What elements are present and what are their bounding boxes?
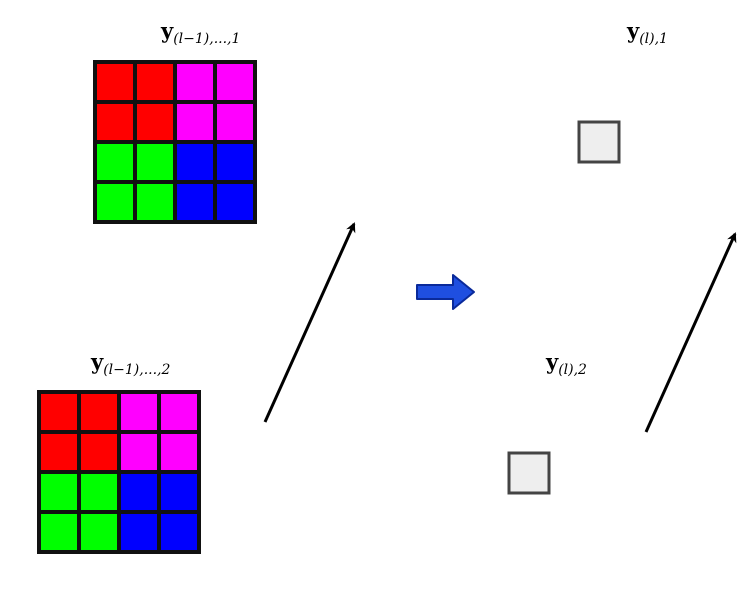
grid-cell <box>117 510 161 554</box>
grid-cell <box>157 470 201 514</box>
grid-cell <box>37 470 81 514</box>
label-top-left: y(l−1),...,1 <box>161 18 241 47</box>
grid-cell <box>117 470 161 514</box>
grid-cell <box>213 60 257 104</box>
grid-cell <box>157 430 201 474</box>
label-bottom-left: y(l−1),...,2 <box>91 349 171 378</box>
grid-cell <box>173 140 217 184</box>
label-top-right: y(l),1 <box>627 18 668 47</box>
diagonal-arrow-left <box>263 222 356 423</box>
grid-cell <box>133 180 177 224</box>
grid-cell <box>213 140 257 184</box>
grid-cell <box>37 430 81 474</box>
grid-cell <box>157 510 201 554</box>
transition-arrow-icon <box>416 274 475 310</box>
grid-cell <box>133 140 177 184</box>
grid-cell <box>213 100 257 144</box>
grid-cell <box>173 100 217 144</box>
grid-cell <box>77 390 121 434</box>
output-square-top <box>577 120 621 164</box>
grid-cell <box>93 140 137 184</box>
diagonal-arrow-right <box>644 232 737 433</box>
grid-cell <box>93 100 137 144</box>
grid-cell <box>37 390 81 434</box>
grid-cell <box>157 390 201 434</box>
grid-cell <box>173 180 217 224</box>
grid-cell <box>117 390 161 434</box>
grid-cell <box>213 180 257 224</box>
output-square-bottom <box>507 451 551 495</box>
feature-grid-top <box>93 60 257 224</box>
grid-cell <box>173 60 217 104</box>
grid-cell <box>133 100 177 144</box>
grid-cell <box>77 430 121 474</box>
grid-cell <box>77 510 121 554</box>
grid-cell <box>93 60 137 104</box>
label-bottom-right: y(l),2 <box>546 349 587 378</box>
grid-cell <box>93 180 137 224</box>
feature-grid-bottom <box>37 390 201 554</box>
grid-cell <box>77 470 121 514</box>
grid-cell <box>133 60 177 104</box>
grid-cell <box>37 510 81 554</box>
grid-cell <box>117 430 161 474</box>
